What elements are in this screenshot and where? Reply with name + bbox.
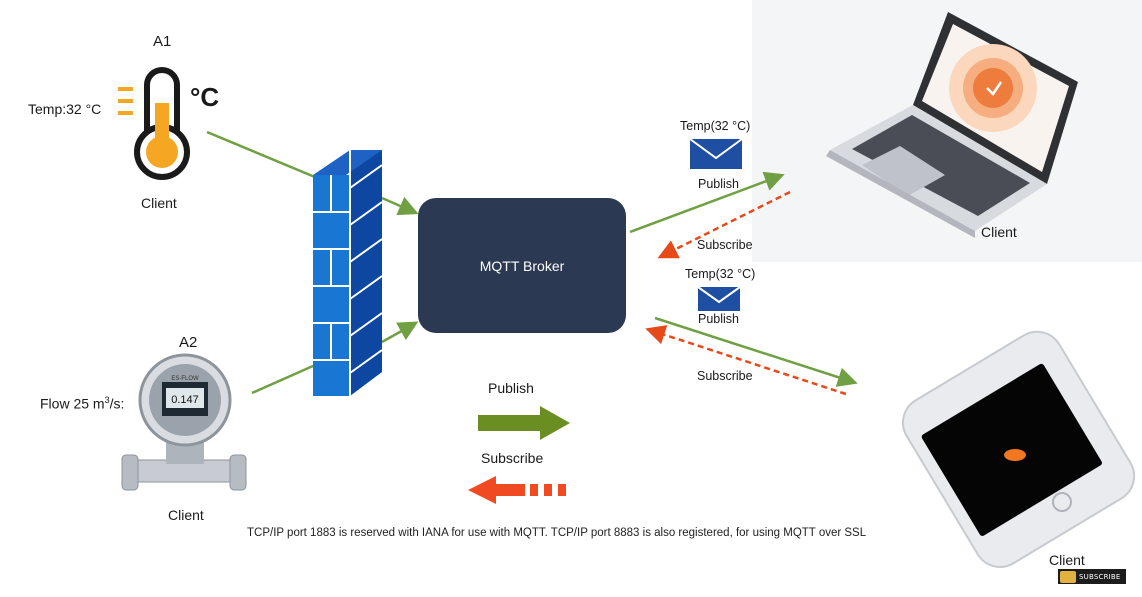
phone-icon (902, 330, 1136, 568)
a1-to-firewall-line (206, 130, 323, 182)
laptop-to-broker-subscribe-arrow (657, 190, 791, 259)
firewall-icon (313, 150, 383, 396)
laptop-subscribe-label: Subscribe (697, 238, 753, 252)
laptop-message-label: Temp(32 °C) (680, 119, 751, 133)
legend-subscribe-arrow (468, 476, 566, 504)
envelope-icon (697, 286, 741, 311)
phone-message-label: Temp(32 °C) (685, 267, 756, 281)
mqtt-broker-box: MQTT Broker (418, 198, 626, 333)
a1-client-label: Client (141, 195, 177, 211)
meter-value-text: 0.147 (171, 394, 199, 406)
a1-name: A1 (153, 33, 172, 50)
subscribe-badge-icon (1060, 570, 1076, 583)
celsius-symbol: °C (190, 82, 220, 112)
broker-label: MQTT Broker (479, 257, 565, 274)
phone-publish-label: Publish (698, 312, 739, 326)
broker-to-phone-publish-arrow (654, 316, 858, 387)
phone-client-label: Client (1049, 552, 1085, 568)
phone-subscribe-label: Subscribe (697, 369, 753, 383)
a2-to-firewall-line (251, 360, 323, 395)
a2-name: A2 (179, 334, 198, 351)
flow-meter-icon (121, 353, 247, 491)
firewall-to-broker-arrow-bottom (381, 321, 419, 344)
laptop-icon (826, 12, 1078, 238)
thermometer-icon (118, 67, 190, 180)
envelope-icon (689, 138, 743, 169)
a2-client-label: Client (168, 507, 204, 523)
laptop-publish-label: Publish (698, 177, 739, 191)
a2-reading: Flow 25 m3/s: (40, 395, 125, 412)
meter-brand-text: ES-FLOW (171, 376, 199, 382)
phone-to-broker-subscribe-arrow (645, 325, 847, 396)
legend-subscribe-label: Subscribe (481, 450, 544, 466)
subscribe-badge[interactable]: SUBSCRIBE (1058, 569, 1126, 584)
subscribe-badge-text: SUBSCRIBE (1079, 572, 1121, 581)
a1-reading: Temp:32 °C (28, 101, 102, 117)
firewall-to-broker-arrow-top (381, 196, 419, 216)
laptop-client-label: Client (981, 224, 1017, 240)
legend-publish-arrow (478, 406, 570, 440)
legend-publish-label: Publish (488, 380, 534, 396)
broker-to-laptop-publish-arrow (629, 171, 785, 234)
footnote-text: TCP/IP port 1883 is reserved with IANA f… (247, 527, 867, 539)
